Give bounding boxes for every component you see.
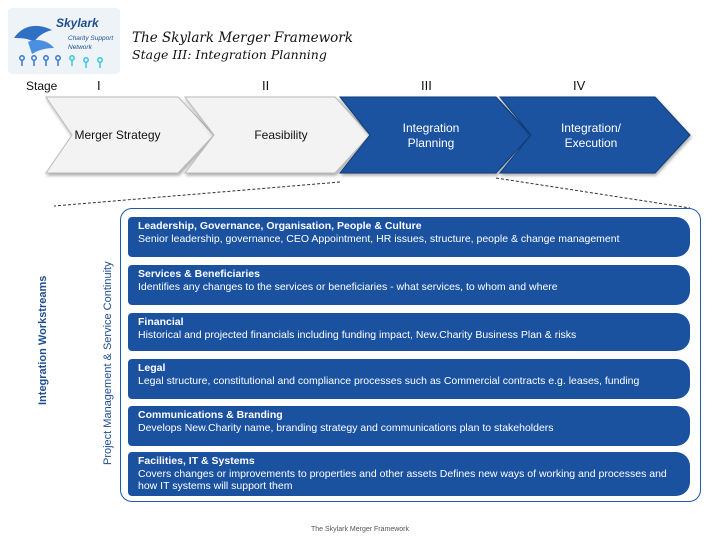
workstream-description: Develops New.Charity name, branding stra… xyxy=(138,421,554,434)
workstream-description: Historical and projected financials incl… xyxy=(138,328,577,341)
logo-name: Skylark xyxy=(56,16,99,30)
connector-right xyxy=(495,177,691,209)
stage-numeral-2: II xyxy=(262,78,270,93)
stage-label: Stage xyxy=(26,79,58,93)
workstream-facilities: Facilities, IT & Systems Covers changes … xyxy=(128,452,690,496)
chevron-stage-2 xyxy=(183,96,371,174)
workstream-description: Legal structure, constitutional and comp… xyxy=(138,374,640,387)
chevron-stage-4 xyxy=(498,96,691,174)
workstream-financial: Financial Historical and projected finan… xyxy=(128,313,690,351)
page-title: The Skylark Merger Framework xyxy=(132,30,353,46)
project-management-label: Project Management & Service Continuity xyxy=(102,261,114,465)
workstream-description: Identifies any changes to the services o… xyxy=(138,280,558,293)
stage-numeral-1: I xyxy=(97,78,101,93)
workstream-title: Facilities, IT & Systems xyxy=(138,455,255,467)
workstream-services: Services & Beneficiaries Identifies any … xyxy=(128,265,690,305)
chevron-stage-3 xyxy=(338,96,532,174)
workstream-description: Covers changes or improvements to proper… xyxy=(138,467,667,493)
stage-numeral-3: III xyxy=(421,78,432,93)
workstream-legal: Legal Legal structure, constitutional an… xyxy=(128,359,690,399)
workstream-leadership: Leadership, Governance, Organisation, Pe… xyxy=(128,217,690,257)
page-subtitle: Stage III: Integration Planning xyxy=(132,47,327,62)
workstream-title: Services & Beneficiaries xyxy=(138,268,260,280)
workstream-title: Leadership, Governance, Organisation, Pe… xyxy=(138,220,422,232)
bird-icon xyxy=(14,25,103,68)
workstream-description: Senior leadership, governance, CEO Appoi… xyxy=(138,232,620,245)
logo-subtitle: Charity Support Network xyxy=(68,35,114,51)
chevron-label-4: Integration/ Execution xyxy=(560,121,622,150)
skylark-logo: Skylark Charity Support Network xyxy=(8,8,120,74)
workstream-title: Financial xyxy=(138,316,184,328)
chevron-label-3: Integration Planning xyxy=(402,121,460,150)
footer-text: The Skylark Merger Framework xyxy=(310,526,410,533)
chevron-label-2: Feasibility xyxy=(254,128,308,142)
integration-workstreams-label: Integration Workstreams xyxy=(37,275,49,405)
connector-left xyxy=(53,181,341,207)
workstream-title: Legal xyxy=(138,362,166,374)
chevron-label-1: Merger Strategy xyxy=(74,128,161,142)
stage-numeral-4: IV xyxy=(573,78,586,93)
workstream-title: Communications & Branding xyxy=(138,409,283,421)
workstream-communications: Communications & Branding Develops New.C… xyxy=(128,406,690,446)
chevron-stage-1 xyxy=(45,96,215,174)
